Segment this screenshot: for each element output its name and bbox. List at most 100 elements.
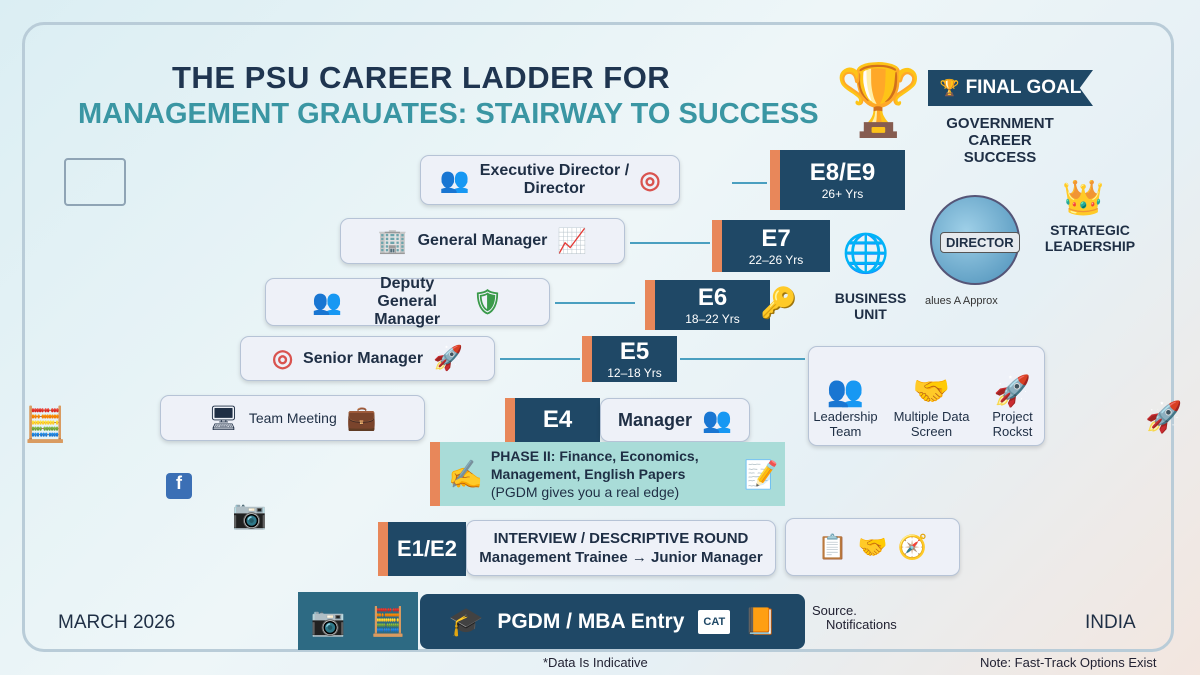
facebook-icon: f (166, 473, 192, 499)
role-label: Executive Director / Director (479, 162, 630, 197)
rocket-icon: 🚀 (993, 375, 1032, 408)
briefcase-icon: 💼 (346, 404, 377, 432)
values-approx-text: alues A Approx (925, 295, 998, 307)
team-icon: 👥 (826, 375, 865, 408)
crown-icon: 👑 (1062, 179, 1105, 217)
growth-chart-icon: 📈 (557, 227, 588, 255)
phase2-line1: PHASE II: Finance, Economics, (490, 448, 699, 464)
final-goal-text: GOVERNMENT CAREER SUCCESS (946, 115, 1054, 166)
exam-paper-icon: 📝 (743, 458, 779, 490)
interview-card: INTERVIEW / DESCRIPTIVE ROUND Management … (466, 520, 776, 576)
laptop-icon (64, 158, 126, 206)
camera-icon: 📷 (232, 499, 267, 530)
role-card-deputy-gm: 👥 Deputy General Manager 🛡 (265, 275, 550, 328)
grade: E4 (542, 406, 573, 433)
calculator-icon: 🧮 (370, 605, 406, 637)
years: 12–18 Yrs (607, 366, 662, 380)
cat-document-icon: CAT (698, 609, 731, 634)
arrow (630, 242, 710, 244)
role-card-team-meeting: 🖥Team Meeting💼 (160, 395, 425, 441)
grade: E6 (697, 284, 728, 311)
role-label: Senior Manager (303, 349, 424, 367)
people-icon: 👥 (312, 288, 343, 316)
years: 26+ Yrs (821, 187, 864, 201)
title-line2: MANAGEMENT GRAUATES: STAIRWAY TO SUCCESS (78, 98, 819, 130)
entry-label: PGDM / MBA Entry (497, 609, 685, 633)
role-label: Deputy General Manager (374, 275, 441, 328)
calculator-icon: 🧮 (24, 406, 67, 444)
phase2-line3: (PGDM gives you a real edge) (490, 484, 680, 500)
role-card-general-manager: 🏢 General Manager 📈 (340, 218, 625, 264)
multiple-data-screen-item: 🤝Multiple Data Screen (887, 374, 977, 439)
role-card-senior-manager: ◎ Senior Manager 🚀 (240, 336, 495, 381)
project-rocket-item: 🚀Project Rockst (983, 374, 1043, 439)
strategic-leadership-label: STRATEGIC LEADERSHIP (1044, 222, 1136, 254)
leadership-team-item: 👥Leadership Team (811, 374, 881, 439)
rocket-icon: 🚀 (433, 345, 463, 372)
fast-track-note: Note: Fast-Track Options Exist (980, 655, 1157, 670)
years: 18–22 Yrs (685, 312, 740, 326)
step-e4: E4 (505, 398, 600, 442)
final-goal-label: FINAL GOAL (965, 77, 1082, 98)
key-icon: 🔑 (760, 287, 798, 320)
source-notifications: Notifications (826, 617, 897, 632)
meeting-icon: 👥 (439, 166, 470, 194)
trophy-small-icon: 🏆 (939, 80, 960, 97)
pgdm-entry-box: 🎓 PGDM / MBA Entry CAT 📙 (420, 594, 805, 649)
grade: E8/E9 (809, 159, 876, 186)
target-icon: ◎ (639, 166, 661, 194)
country-label: INDIA (1085, 612, 1136, 633)
trophy-icon: 🏆 (835, 61, 923, 139)
group-label: Leadership Team (813, 409, 878, 439)
compass-icon: 🧭 (897, 533, 928, 561)
process-icons-card: 📋 🤝 🧭 (785, 518, 960, 576)
manager-card: Manager 👥 (600, 398, 750, 442)
business-unit-label: BUSINESS UNIT (834, 290, 907, 322)
group-card: 👥Leadership Team 🤝Multiple Data Screen 🚀… (808, 346, 1045, 446)
group-label: Multiple Data Screen (893, 409, 970, 439)
disclaimer: *Data Is Indicative (543, 655, 648, 670)
shield-icon: 🛡 (472, 288, 503, 316)
grade: E1/E2 (397, 536, 457, 561)
network-globe-icon: 🌐 (842, 233, 890, 275)
grade: E5 (619, 338, 650, 365)
handshake-icon: 🤝 (857, 533, 888, 561)
frame-border (22, 22, 1174, 652)
group-label: Project Rockst (992, 409, 1033, 439)
arrow (732, 182, 767, 184)
camera-icon: 📷 (310, 605, 346, 637)
pen-icon: ✍ (448, 458, 483, 490)
phase2-box: ✍ PHASE II: Finance, Economics, Manageme… (430, 442, 785, 506)
role-card-executive-director: 👥 Executive Director / Director ◎ (420, 155, 680, 205)
role-label: Team Meeting (248, 410, 337, 426)
title-line1: THE PSU CAREER LADDER FOR (172, 60, 671, 95)
interview-line1: INTERVIEW / DESCRIPTIVE ROUND (493, 530, 749, 547)
final-goal-banner: 🏆 FINAL GOAL (928, 70, 1093, 106)
book-icon: 📙 (744, 606, 777, 636)
building-icon: 🏢 (377, 227, 408, 255)
checklist-icon: 📋 (817, 533, 848, 561)
arrow (500, 358, 580, 360)
source-label: Source. (812, 603, 857, 618)
rocket-icon: 🚀 (1145, 401, 1183, 434)
graduation-cap-icon: 🎓 (448, 606, 484, 637)
step-e1-e2: E1/E2 (378, 522, 466, 576)
phase2-line2: Management, English Papers (490, 466, 686, 482)
handshake-icon: 🤝 (912, 375, 951, 408)
role-label: General Manager (417, 232, 548, 249)
years: 22–26 Yrs (748, 253, 804, 267)
target-icon: ◎ (272, 345, 294, 372)
arrow (555, 302, 635, 304)
director-label: DIRECTOR (940, 232, 1020, 253)
arrow (680, 358, 805, 360)
entry-step-base: 📷🧮 (298, 592, 418, 650)
date-label: MARCH 2026 (58, 612, 176, 633)
role-label: Manager (618, 409, 693, 430)
people-icon: 👥 (702, 406, 732, 434)
grade: E7 (761, 225, 791, 252)
interview-line2: Management Trainee → Junior Manager (479, 549, 763, 566)
